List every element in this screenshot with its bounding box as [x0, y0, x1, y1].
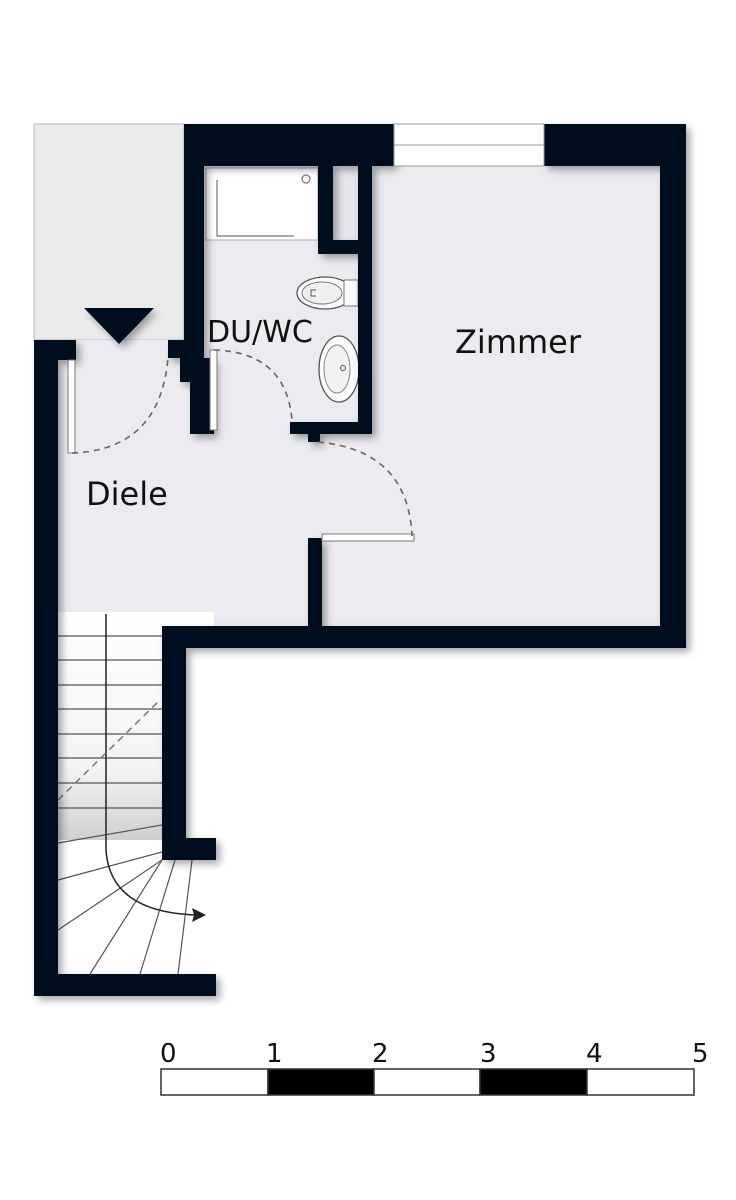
- washbasin-icon: [318, 335, 360, 403]
- scale-tick-4: 4: [586, 1039, 603, 1069]
- window: [393, 123, 545, 167]
- zimmer-door: [317, 441, 415, 542]
- zimmer-floor: [372, 166, 660, 626]
- scale-tick-3: 3: [480, 1039, 497, 1069]
- bathroom-door: [209, 349, 293, 431]
- entrance-arrow-icon: [84, 308, 154, 344]
- scale-tick-5: 5: [692, 1039, 709, 1069]
- stair-arrow-icon: [192, 908, 206, 922]
- scale-tick-0: 0: [160, 1039, 177, 1069]
- scale-tick-2: 2: [372, 1039, 389, 1069]
- shower-drain-icon: [301, 174, 311, 184]
- stair-walk-line: [105, 614, 197, 916]
- exterior-area: [33, 123, 185, 341]
- staircase: [57, 612, 206, 975]
- entrance-door: [67, 357, 169, 454]
- room-label-du-wc: DU/WC: [207, 315, 313, 350]
- walls: [34, 124, 686, 996]
- shower-tray: [205, 167, 319, 241]
- room-label-zimmer: Zimmer: [455, 323, 582, 361]
- room-label-diele: Diele: [86, 475, 168, 513]
- scale-bar: 0 1 2 3 4 5: [160, 1039, 709, 1096]
- scale-tick-1: 1: [266, 1039, 283, 1069]
- toilet-icon: [296, 276, 359, 310]
- shaft: [333, 168, 358, 240]
